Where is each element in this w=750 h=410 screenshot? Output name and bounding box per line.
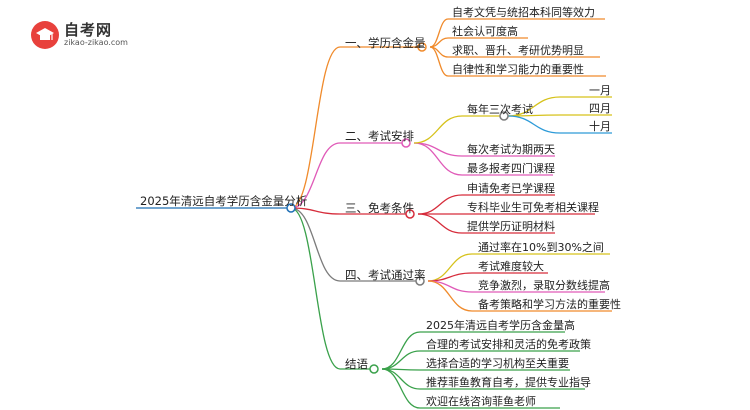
leaf-1-2: 社会认可度高 [452,25,518,38]
leaf-5-3: 选择合适的学习机构至关重要 [426,357,569,370]
root-node [286,203,296,213]
leaf-1-4: 自律性和学习能力的重要性 [452,63,584,76]
logo-url: zikao-zikao.com [64,38,128,47]
branch-1-node [417,42,427,52]
sub-2-3-connector [507,115,561,134]
leaf-5-1-connector [381,331,421,370]
sub-2-1: 一月 [589,84,611,97]
leaf-3-1-connector [417,194,463,215]
branch-2-label: 二、考试安排 [345,129,414,143]
leaf-5-4: 推荐菲鱼教育自考，提供专业指导 [426,376,591,389]
branch-4-connector [290,207,341,282]
site-logo: 自考网 zikao-zikao.com [30,18,150,52]
leaf-2-2: 每次考试为期两天 [467,143,555,156]
branch-5-connector [290,207,341,370]
leaf-5-5-connector [381,368,421,409]
leaf-3-1: 申请免考已学课程 [467,182,555,195]
branch-1-label: 一、学历含金量 [345,36,426,50]
leaf-3-3: 提供学历证明材料 [467,220,555,233]
branch-1-connector [290,46,341,209]
leaf-3-3-connector [417,213,463,234]
leaf-4-3: 竞争激烈，录取分数线提高 [478,279,610,292]
root-topic: 2025年清远自考学历含金量分析 [140,194,308,208]
leaf-2-1: 每年三次考试 [467,103,533,116]
sub-2-2: 四月 [589,102,611,115]
leaf-2-1-connector [413,115,463,144]
branch-3-label: 三、免考条件 [345,201,414,215]
branch-4-label: 四、考试通过率 [345,268,426,282]
leaf-1-3: 求职、晋升、考研优势明显 [452,44,584,57]
branch-5-node [369,364,379,374]
leaf-1-4-connector [429,46,449,77]
sub-2-3: 十月 [589,120,611,133]
branch-4-node [415,276,425,286]
leaf-5-2: 合理的考试安排和灵活的免考政策 [426,338,591,351]
leaf-5-5: 欢迎在线咨询菲鱼老师 [426,395,536,408]
branch-5-label: 结语 [345,357,368,371]
leaf-4-2: 考试难度较大 [478,260,544,273]
leaf-2-2-connector [413,142,463,176]
leaf-3-2: 专科毕业生可免考相关课程 [467,201,599,214]
branch-3-node [405,209,415,219]
branch-2-connector [290,142,341,209]
leaf-4-1: 通过率在10%到30%之间 [478,241,604,254]
branch-2-node [401,138,411,148]
branch-3-connector [290,207,341,215]
leaf-1-1: 自考文凭与统招本科同等效力 [452,6,595,19]
leaf-2-1-connector [413,142,463,157]
leaf-5-2-connector [381,350,421,370]
logo-title: 自考网 [64,21,113,39]
leaf-5-1: 2025年清远自考学历含金量高 [426,319,575,332]
leaf-4-4-connector [427,280,473,312]
leaf-2-1-node [499,111,509,121]
leaf-4-4: 备考策略和学习方法的重要性 [478,298,621,311]
leaf-2-3: 最多报考四门课程 [467,162,555,175]
leaf-5-4-connector [381,368,421,390]
graduation-cap-icon [31,21,59,49]
